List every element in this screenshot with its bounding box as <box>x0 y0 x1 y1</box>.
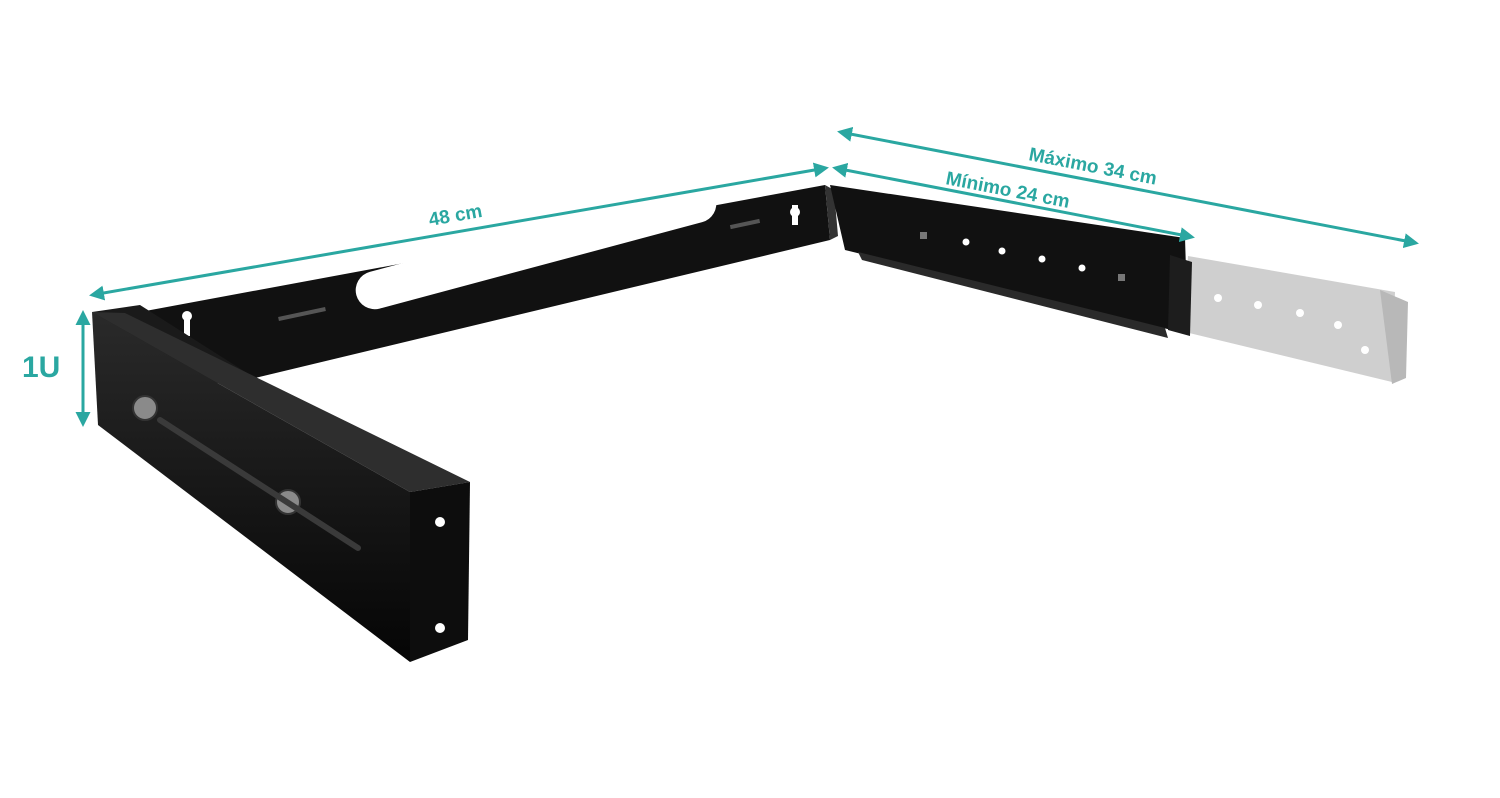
mount-hole-top <box>435 517 445 527</box>
right-arm <box>830 185 1192 338</box>
height-dimension: 1U <box>22 310 91 427</box>
extension-arm <box>1185 256 1408 384</box>
mount-hole-bottom <box>435 623 445 633</box>
front-plate <box>92 305 470 662</box>
screw-top <box>132 395 158 421</box>
max-depth-label: Máximo 34 cm <box>1027 144 1159 189</box>
height-label: 1U <box>22 351 60 384</box>
keyhole-left <box>184 318 190 336</box>
width-label: 48 cm <box>427 201 484 231</box>
back-rail <box>140 184 838 378</box>
